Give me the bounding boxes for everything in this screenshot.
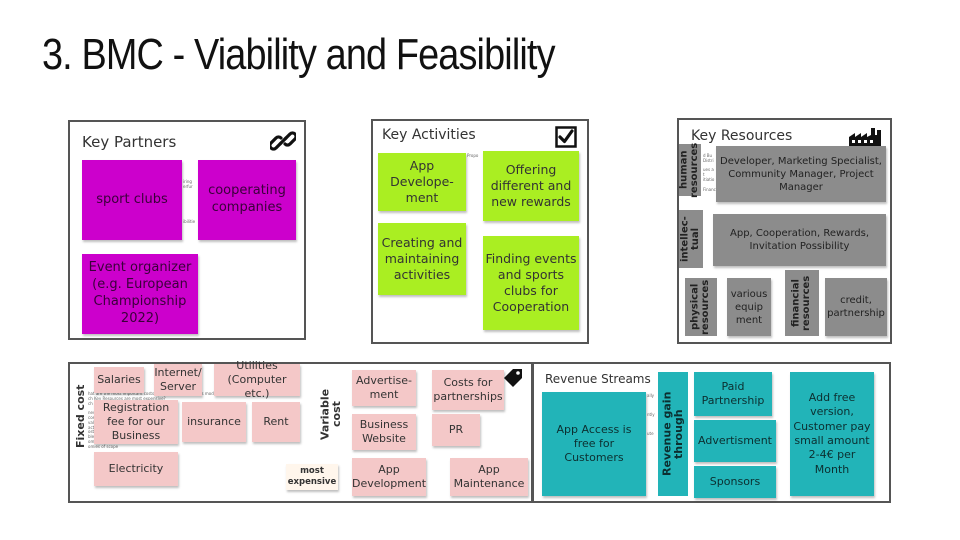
human-resources-note: Developer, Marketing Specialist, Communi…: [716, 146, 886, 202]
offering-rewards-note: Offering different and new rewards: [483, 151, 579, 221]
financial-resources-note: credit, partnership: [825, 278, 887, 336]
key-partners-panel: Key Partners sport clubs cooperating com…: [68, 120, 306, 340]
link-icon: [270, 131, 296, 151]
key-resources-title: Key Resources: [691, 128, 793, 144]
revenue-streams-title: Revenue Streams: [545, 372, 651, 386]
internet-server-note: Internet/ Server: [154, 364, 202, 396]
tag-icon: [504, 369, 522, 387]
faint-text: ibilitie: [183, 219, 196, 224]
advertisement-note: Advertise-ment: [352, 370, 416, 406]
business-website-note: Business Website: [352, 414, 416, 450]
financial-resources-label: financial resources: [785, 270, 819, 336]
app-access-free-note: App Access is free for Customers: [542, 392, 646, 496]
costs-for-partnerships-note: Costs for partnerships: [432, 370, 504, 410]
rent-note: Rent: [252, 402, 300, 442]
key-activities-panel: Key Activities Propo App Develope-ment O…: [371, 119, 589, 344]
event-organizer-note: Event organizer (e.g. European Champions…: [82, 254, 198, 334]
creating-activities-note: Creating and maintaining activities: [378, 223, 466, 295]
cost-structure-panel: Fixed cost hat are the most important co…: [68, 359, 533, 503]
revenue-gain-label: Revenue gain through: [658, 372, 688, 496]
app-maintenance-note: App Maintenance: [450, 458, 528, 496]
sponsors-note: Sponsors: [694, 466, 776, 498]
advertisment-note: Advertisment: [694, 420, 776, 462]
intellectual-label: intellec-tual: [679, 210, 703, 268]
pr-note: PR: [432, 414, 480, 446]
fixed-cost-label: Fixed cost: [74, 384, 88, 448]
human-resources-label: human resources: [678, 142, 701, 198]
salaries-note: Salaries: [94, 367, 144, 393]
key-activities-title: Key Activities: [382, 127, 476, 143]
checkbox-icon: [555, 126, 577, 148]
paid-partnership-note: Paid Partnership: [694, 372, 772, 416]
factory-icon: [849, 128, 881, 146]
variable-cost-label: Variable cost: [318, 374, 343, 454]
sport-clubs-note: sport clubs: [82, 160, 182, 240]
utilities-note: Utilities (Computer etc.): [214, 359, 300, 400]
app-development-note: App Develope-ment: [378, 153, 466, 211]
revenue-streams-panel: Revenue Streams App Access is free for C…: [532, 362, 891, 503]
registration-fee-note: Registration fee for our Business: [94, 400, 178, 444]
finding-events-note: Finding events and sports clubs for Coop…: [483, 236, 579, 330]
app-development-cost-note: App Development: [352, 458, 426, 496]
key-partners-title: Key Partners: [82, 133, 177, 151]
slide-title: 3. BMC - Viability and Feasibility: [42, 30, 556, 79]
add-free-version-note: Add free version, Customer pay small amo…: [790, 372, 874, 496]
physical-resources-label: physical resources: [685, 278, 717, 336]
most-expensive-note: most expensive: [286, 464, 338, 490]
electricity-note: Electricity: [94, 452, 178, 486]
physical-resources-note: various equip ment: [727, 278, 771, 336]
faint-text: Propo: [467, 153, 479, 158]
insurance-note: insurance: [182, 402, 246, 442]
intellectual-note: App, Cooperation, Rewards, Invitation Po…: [713, 214, 886, 266]
cooperating-companies-note: cooperating companies: [198, 160, 296, 240]
